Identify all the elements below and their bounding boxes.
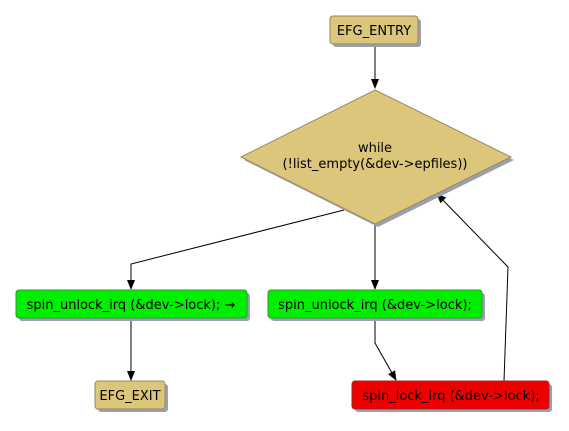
node-entry-box [329,15,419,45]
edges [127,45,509,382]
node-unlock-right: spin_unlock_irq (&dev->lock); [267,289,485,321]
node-unlock-left-box [15,289,248,319]
node-entry-label: EFG_ENTRY [337,24,411,39]
edge-lock-to-loop [436,193,509,382]
node-exit-label: EFG_EXIT [99,389,160,404]
node-exit: EFG_EXIT [94,380,168,412]
node-loop-label-line1: while [358,141,392,156]
node-lock: spin_lock_irq (&dev->lock); [351,380,552,412]
node-lock-box [351,380,550,410]
node-unlock-right-label: spin_unlock_irq (&dev->lock); [278,298,472,313]
node-loop: while (!list_empty(&dev->epfiles)) [239,89,514,227]
node-unlock-left-label: spin_unlock_irq (&dev->lock); → [27,298,236,313]
node-unlock-left: spin_unlock_irq (&dev->lock); → [15,289,250,321]
node-unlock-right-box [267,289,483,319]
edge-loop-to-unlock-left [127,209,345,290]
node-lock-label: spin_lock_irq (&dev->lock); [362,389,539,404]
edge-unlock-right-to-lock [374,318,397,381]
node-exit-box [94,380,166,410]
node-loop-diamond [239,89,513,225]
node-entry: EFG_ENTRY [329,15,421,47]
node-loop-label-line2: (!list_empty(&dev->epfiles)) [283,157,468,172]
